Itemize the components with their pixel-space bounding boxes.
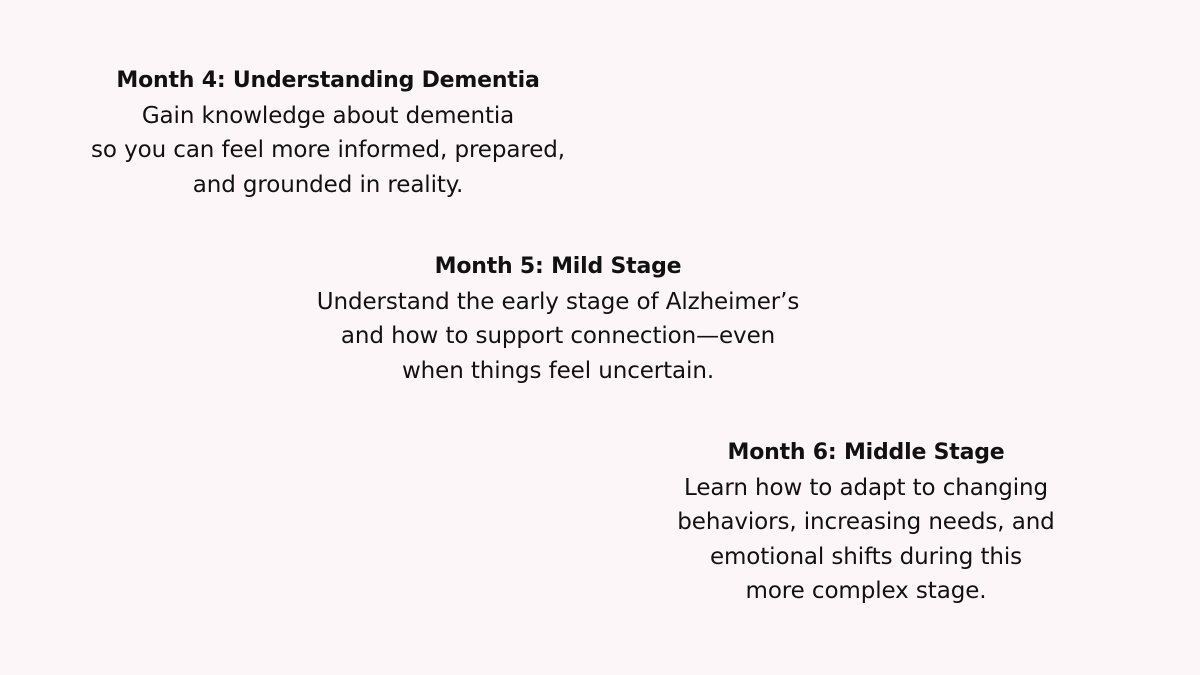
month-6-heading: Month 6: Middle Stage: [727, 440, 1005, 465]
month-6-description-line: more complex stage.: [745, 578, 987, 604]
month-4-description-line: so you can feel more informed, prepared,: [91, 137, 565, 163]
month-6-description-line: Learn how to adapt to changing: [684, 474, 1048, 501]
month-4-description-line: and grounded in reality.: [192, 171, 464, 198]
month-4-section: Month 4: Understanding Dementia Gain kno…: [28, 64, 628, 202]
month-5-description-line: when things feel uncertain.: [401, 357, 715, 384]
month-5-heading: Month 5: Mild Stage: [434, 254, 682, 279]
month-6-section: Month 6: Middle Stage Learn how to adapt…: [566, 436, 1166, 609]
month-6-description-line: behaviors, increasing needs, and: [677, 509, 1055, 535]
month-5-description-line: Understand the early stage of Alzheimer’…: [316, 288, 800, 315]
month-5-section: Month 5: Mild Stage Understand the early…: [258, 250, 858, 388]
month-5-description-line: and how to support connection—even: [340, 323, 776, 349]
month-4-description-line: Gain knowledge about dementia: [141, 102, 515, 129]
month-4-heading: Month 4: Understanding Dementia: [116, 68, 540, 93]
month-6-description-line: emotional shifts during this: [709, 543, 1023, 570]
